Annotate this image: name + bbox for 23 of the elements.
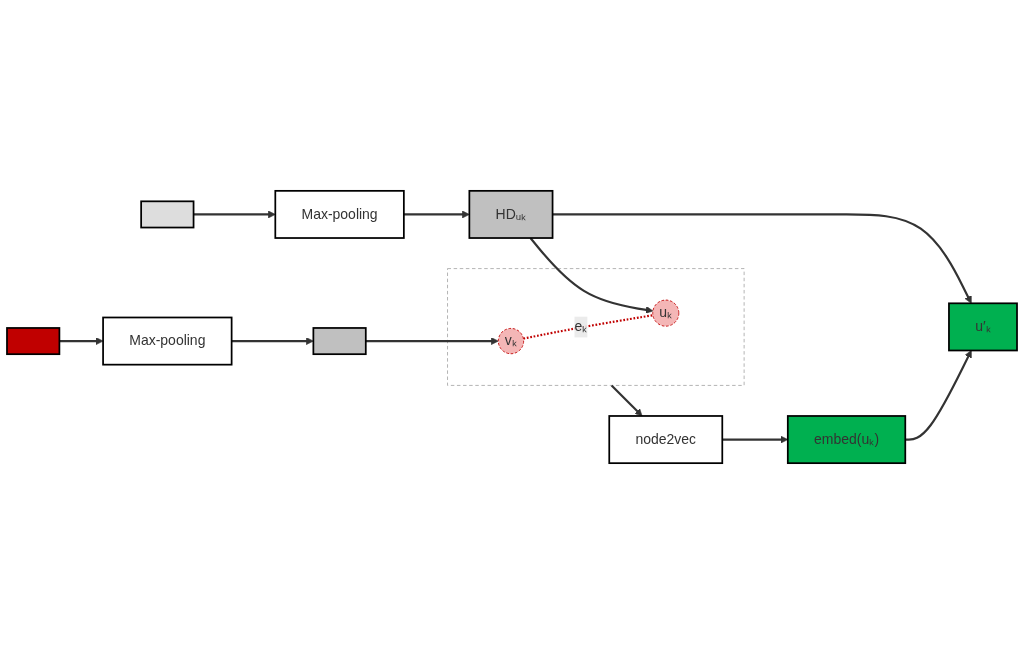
node-circle: uₖ bbox=[652, 299, 680, 327]
arrow bbox=[193, 210, 276, 219]
node-circle: vₖ bbox=[497, 327, 525, 355]
node-box: embed(uₖ) bbox=[786, 415, 907, 465]
node-picture bbox=[140, 200, 195, 229]
arrow bbox=[905, 350, 972, 441]
node-box: Max-pooling bbox=[274, 189, 405, 239]
node-box: Max-pooling bbox=[102, 316, 233, 366]
node-box: u′ₖ bbox=[948, 302, 1018, 352]
node-picture bbox=[6, 327, 61, 356]
arrow bbox=[365, 337, 499, 345]
edge-label: eₖ bbox=[574, 319, 588, 335]
connector bbox=[523, 314, 654, 340]
node-box: node2vec bbox=[608, 415, 724, 465]
cluster bbox=[447, 268, 745, 386]
node-box: HDᵤₖ bbox=[468, 189, 554, 239]
arrow bbox=[552, 213, 972, 304]
node-bar bbox=[312, 327, 367, 356]
arrow bbox=[529, 237, 654, 314]
arrow bbox=[403, 210, 470, 219]
arrow bbox=[59, 337, 104, 345]
arrow bbox=[231, 337, 314, 345]
arrow bbox=[610, 384, 643, 417]
